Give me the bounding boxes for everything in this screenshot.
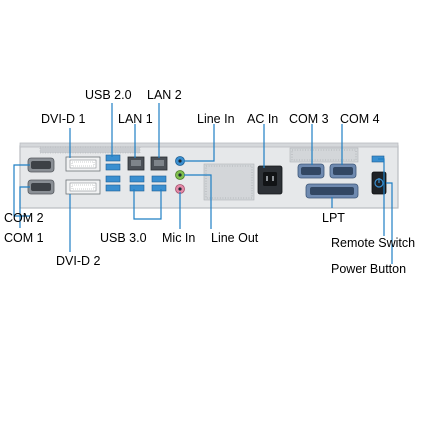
label-lpt: LPT [322, 211, 345, 225]
label-mic-in: Mic In [162, 231, 196, 245]
label-remote-switch: Remote Switch [331, 236, 416, 250]
label-line-out: Line Out [211, 231, 259, 245]
usb20-ports [105, 154, 121, 171]
label-com4: COM 4 [340, 112, 380, 126]
com1-port [27, 179, 55, 195]
usb30-ports-left [105, 175, 121, 192]
label-com3: COM 3 [289, 112, 329, 126]
label-usb20: USB 2.0 [85, 88, 132, 102]
com3-port [297, 163, 325, 179]
lpt-port [305, 183, 359, 199]
label-com1: COM 1 [4, 231, 44, 245]
vent-grille-center [203, 163, 255, 201]
callout-line-in [184, 124, 215, 162]
com4-port [329, 163, 357, 179]
callout-com2 [13, 164, 30, 217]
vent-grille-top-left [39, 146, 141, 154]
ac-socket-icon [257, 165, 283, 195]
chassis-top-lip [19, 142, 399, 148]
callout-remote-switch [378, 158, 385, 236]
dvid1-port [65, 156, 101, 172]
usb30-ports-right [151, 175, 167, 192]
callout-usb30 [133, 189, 162, 220]
audio-jack-icon [175, 156, 185, 194]
label-ac-in: AC In [247, 112, 279, 126]
dvid2-port [65, 179, 101, 195]
com2-port [27, 157, 55, 173]
callout-com1 [19, 186, 30, 228]
usb30-ports-mid [129, 175, 145, 192]
callout-lines [13, 103, 393, 264]
lan1-port [127, 156, 145, 171]
lan2-port [150, 156, 168, 171]
label-lan2: LAN 2 [147, 88, 182, 102]
label-dvid1: DVI-D 1 [41, 112, 86, 126]
label-dvid2: DVI-D 2 [56, 254, 101, 268]
label-com2: COM 2 [4, 211, 44, 225]
vent-grille-top-right [289, 147, 359, 163]
label-usb30: USB 3.0 [100, 231, 147, 245]
label-lan1: LAN 1 [118, 112, 153, 126]
callout-power-button [386, 182, 393, 264]
label-line-in: Line In [197, 112, 235, 126]
callout-line-out [184, 174, 212, 229]
label-power-button: Power Button [331, 262, 407, 276]
